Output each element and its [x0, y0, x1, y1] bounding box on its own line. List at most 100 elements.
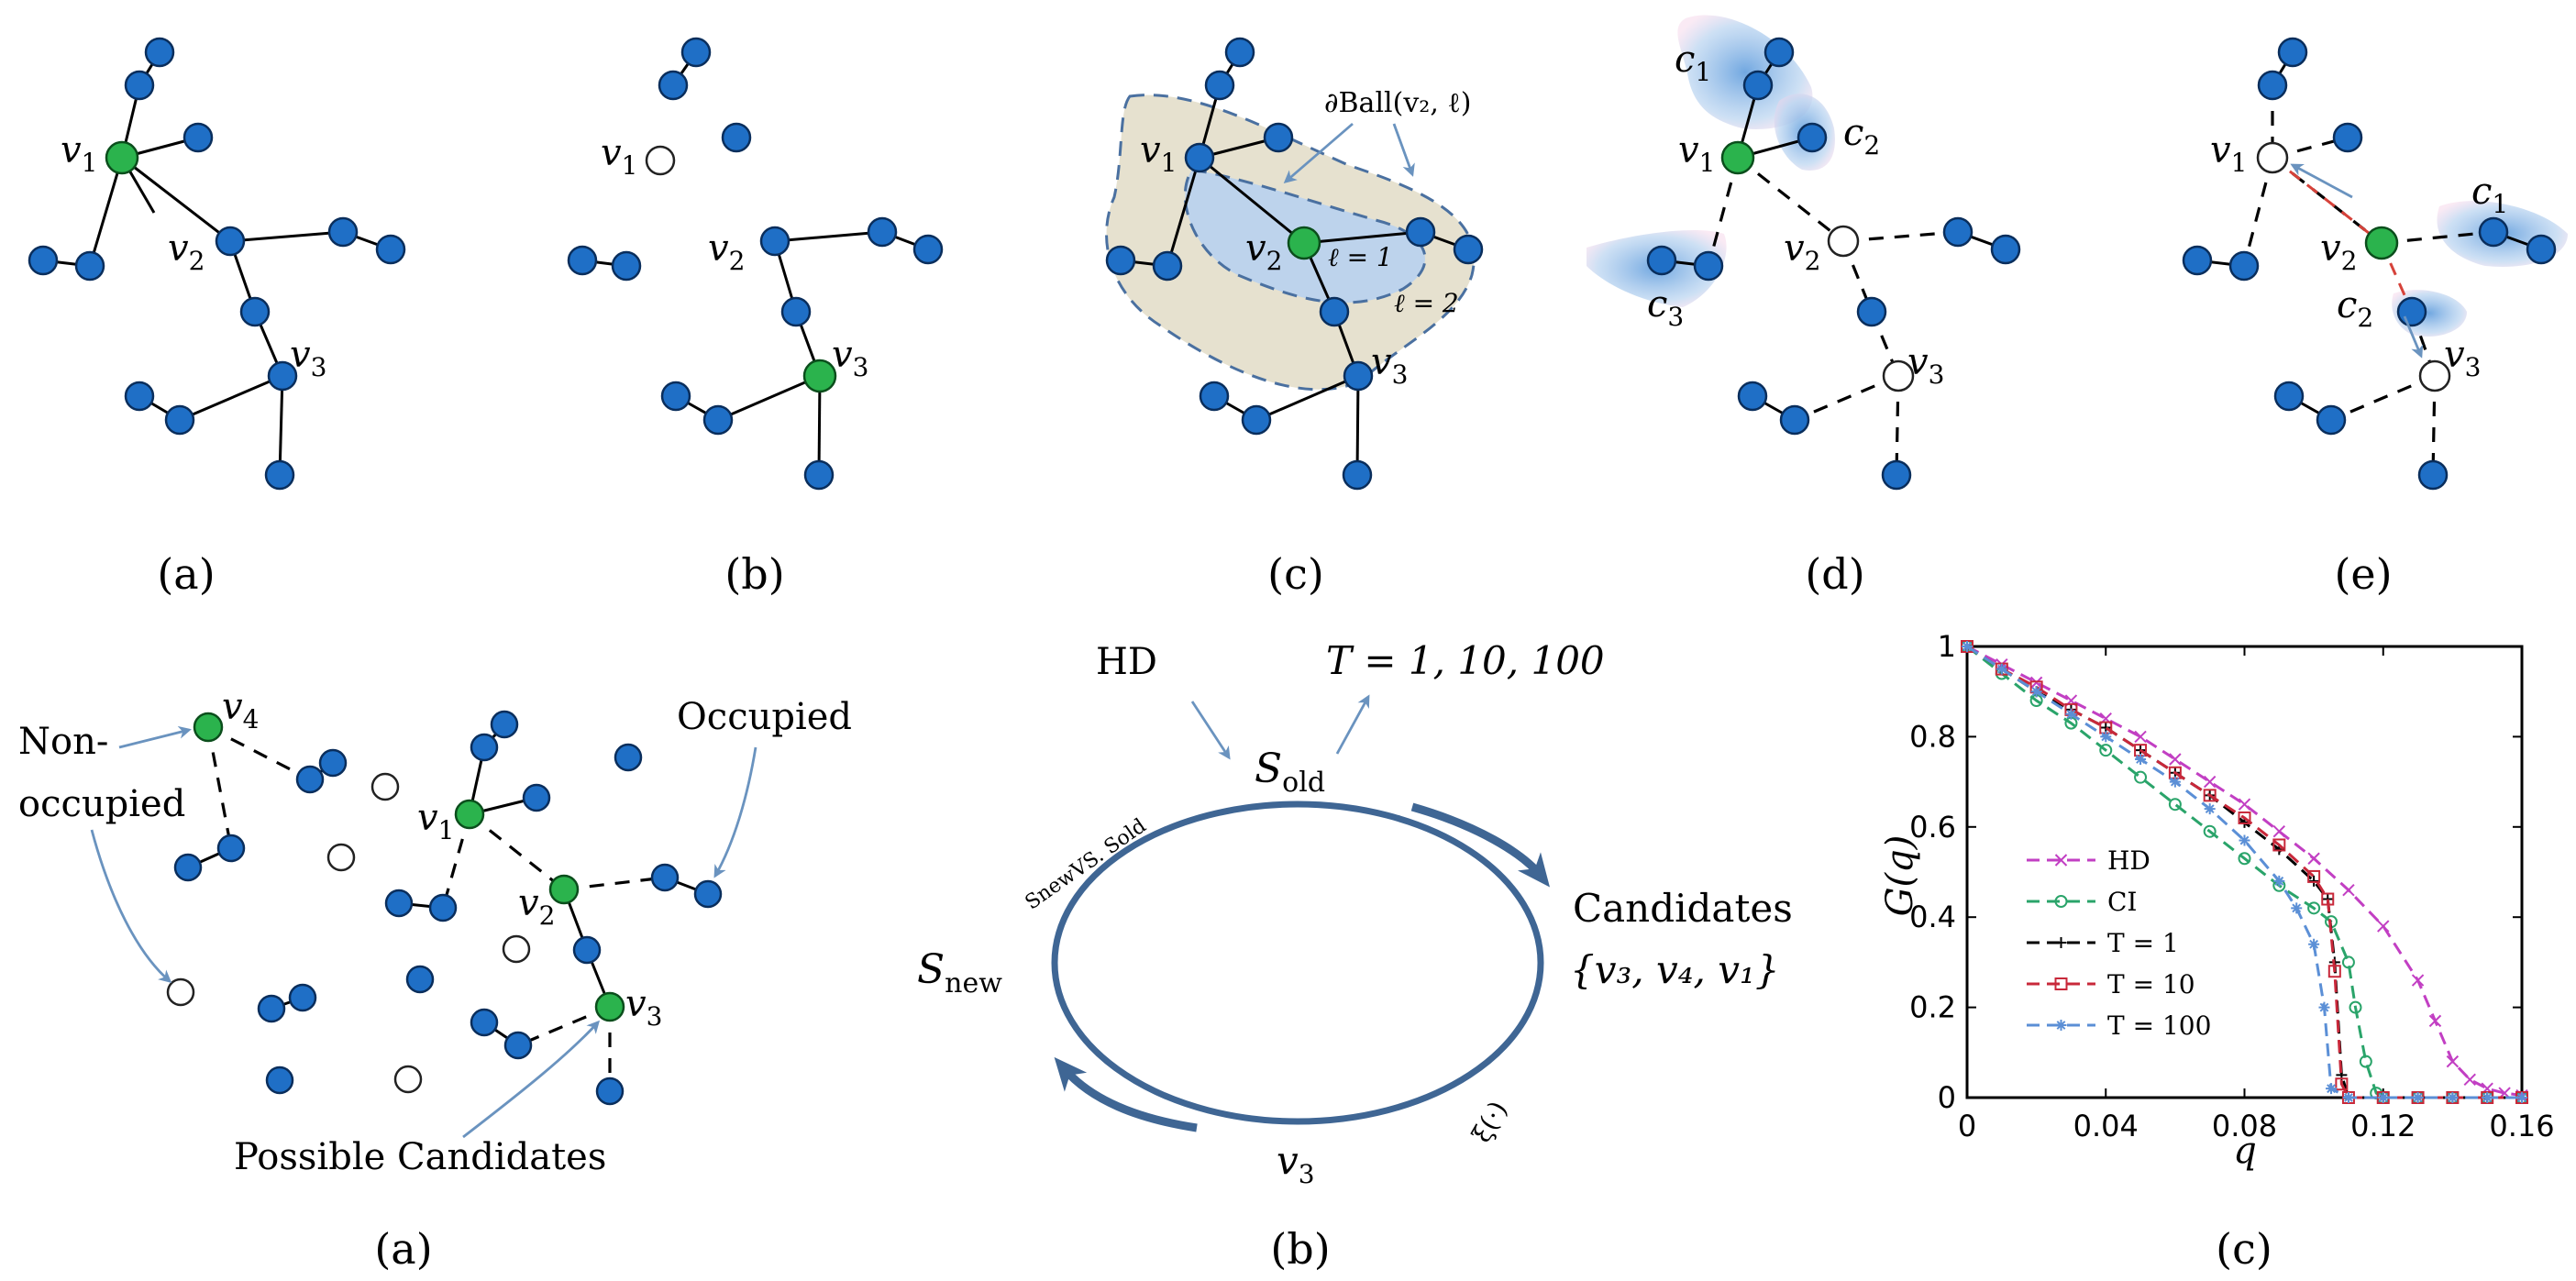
data-point [2411, 974, 2425, 987]
x-axis-label: q [2233, 1130, 2257, 1172]
x-tick-label: 0.12 [2350, 1109, 2416, 1143]
node [912, 234, 944, 265]
occupied-arrow [713, 746, 757, 878]
data-point [2377, 920, 2390, 933]
data-point [2272, 838, 2286, 852]
label-v2: v2 [518, 882, 555, 931]
node [264, 459, 295, 491]
label-occupied: Occupied [677, 696, 852, 738]
node-v1-selected [1720, 140, 1755, 175]
label-xi: ξ(·) [1466, 1096, 1514, 1147]
legend-label: T = 10 [2107, 969, 2195, 999]
cluster-c1-blob [1677, 15, 1813, 129]
series-layer [1961, 640, 2528, 1104]
label-v3: v3 [832, 334, 868, 382]
panel-label: (c) [1267, 549, 1324, 599]
data-point [2377, 1092, 2389, 1103]
label-v3: v3 [1371, 341, 1408, 390]
data-point [2030, 686, 2042, 698]
ball-label: ∂Ball(v₂, ℓ) [1324, 87, 1471, 119]
x-tick-label: 0.04 [2073, 1109, 2139, 1143]
data-point [2291, 902, 2303, 914]
legend-marker [2055, 937, 2067, 948]
x-tick-label: 0 [1958, 1109, 1976, 1143]
node-v2 [759, 226, 790, 257]
label-v2: v2 [1245, 227, 1282, 276]
node-v1-candidate [454, 799, 485, 830]
data-point [2307, 869, 2321, 883]
data-point [2447, 1092, 2459, 1103]
label-v1: v1 [1678, 129, 1715, 178]
hd-arrow [1190, 701, 1231, 760]
data-point [2238, 798, 2251, 811]
y-tick-label: 1 [1938, 629, 1956, 664]
cycle-arrow-right [1410, 802, 1551, 888]
label-l2: ℓ = 2 [1394, 288, 1459, 318]
legend-label: T = 100 [2107, 1010, 2211, 1041]
label-candidate-set: {v₃, v₄, v₁} [1570, 947, 1780, 992]
node [182, 122, 214, 153]
data-point [2239, 834, 2250, 846]
label-non-occupied-2: occupied [18, 783, 185, 825]
data-point [2482, 1092, 2493, 1103]
label-v3: v3 [1277, 1138, 1315, 1189]
node [239, 296, 271, 327]
swap-arrow [2403, 315, 2424, 359]
label-v1: v1 [61, 129, 97, 178]
data-point [2342, 883, 2355, 897]
data-point [2203, 824, 2217, 838]
label-c1: c1 [1675, 39, 1711, 87]
data-point [2134, 730, 2147, 744]
label-s-new: Snew [917, 946, 1002, 999]
panel-label: (a) [157, 549, 215, 599]
node-v2-selected [2364, 226, 2399, 260]
data-point [2446, 1055, 2460, 1068]
node [702, 404, 734, 436]
node [124, 70, 155, 101]
node [74, 250, 105, 282]
node [780, 296, 812, 327]
panel-label: (e) [2334, 549, 2392, 599]
ball-pointer-arrow [1283, 122, 1354, 183]
label-v3: v3 [1907, 341, 1944, 390]
data-point [2273, 875, 2285, 887]
node-non-occupied [370, 772, 400, 801]
legend-marker [2055, 1020, 2067, 1031]
data-point [2272, 825, 2286, 838]
panel-label: (a) [374, 1224, 432, 1274]
node-occupied [693, 879, 723, 909]
y-tick-label: 0.8 [1909, 719, 1956, 754]
data-point [2428, 1014, 2442, 1028]
data-point [2029, 676, 2043, 690]
data-point [2135, 754, 2147, 765]
data-point [2204, 803, 2216, 815]
node [658, 70, 689, 101]
data-point [2349, 1000, 2362, 1014]
node [375, 234, 406, 265]
legend-label: T = 1 [2107, 928, 2179, 958]
y-tick-label: 0 [1938, 1080, 1956, 1115]
node-non-occupied [326, 843, 356, 872]
data-point [2308, 875, 2320, 887]
non-occupied-arrow [90, 829, 172, 983]
node [28, 245, 59, 276]
x-tick-label: 0.08 [2212, 1109, 2277, 1143]
node [680, 37, 712, 68]
cycle-arrow-left [1054, 1056, 1198, 1132]
panel-label: (c) [2216, 1224, 2272, 1274]
node [611, 250, 642, 282]
data-point [1996, 663, 2007, 675]
label-c3: c3 [1647, 283, 1684, 332]
node-v1-removed [2256, 141, 2289, 174]
top-panel-e: v1 v2 v3 c1 c2 (e) [2182, 37, 2568, 599]
edge [88, 157, 124, 267]
label-v3: v3 [625, 983, 662, 1032]
data-point [2168, 798, 2182, 812]
bottom-panel-b: HD T = 1, 10, 100 Sold SnewVS. Sold Snew… [917, 638, 1793, 1274]
data-point [2327, 965, 2341, 978]
label-compare: SnewVS. Sold [1022, 814, 1151, 914]
data-point [2326, 1083, 2338, 1095]
data-point [2321, 892, 2335, 906]
data-point [2335, 1077, 2349, 1091]
data-point [2065, 708, 2077, 720]
